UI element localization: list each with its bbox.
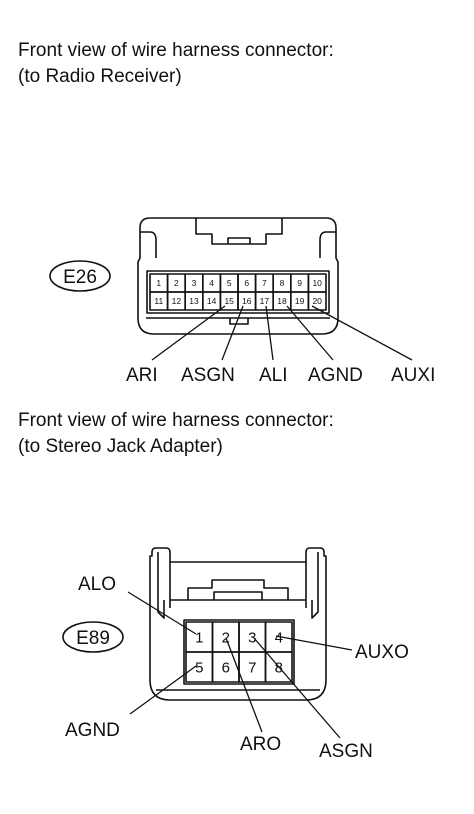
e26-pin-number: 18 xyxy=(277,296,287,306)
e26-pin-number: 8 xyxy=(280,278,285,288)
e26-leader-lines xyxy=(151,305,413,361)
e89-pins: 1 2 3 4 5 6 7 8 xyxy=(185,621,293,683)
e26-caption: Front view of wire harness connector: (t… xyxy=(18,38,334,90)
e89-pin-cell xyxy=(264,651,293,683)
e89-label-auxo: AUXO xyxy=(355,642,409,663)
e89-pin-number: 1 xyxy=(195,629,203,646)
e89-pin-number: 3 xyxy=(248,629,256,646)
e26-pin-number: 20 xyxy=(312,296,322,306)
e26-right-latch xyxy=(319,231,336,258)
e89-housing xyxy=(149,547,327,701)
e26-pin-number: 3 xyxy=(192,278,197,288)
e89-lock-tab xyxy=(213,591,263,600)
e26-lock-tab xyxy=(227,237,251,244)
e26-pin-number: 12 xyxy=(172,296,182,306)
e26-pin-number: 19 xyxy=(295,296,305,306)
e26-pin-number: 9 xyxy=(297,278,302,288)
e26-id-label: E26 xyxy=(63,267,97,288)
e89-pin-frame xyxy=(183,619,295,685)
e89-label-agnd: AGND xyxy=(65,720,120,741)
e89-id-label: E89 xyxy=(76,628,110,649)
leader-agnd xyxy=(286,305,334,361)
e89-pin-number: 7 xyxy=(248,659,256,676)
e26-pin-number: 15 xyxy=(224,296,234,306)
e89-pin-number: 6 xyxy=(222,659,230,676)
e26-pin-number: 2 xyxy=(174,278,179,288)
e89-label-asgn: ASGN xyxy=(319,741,373,762)
e26-pin-cell xyxy=(307,291,327,311)
leader-asgn xyxy=(221,305,244,361)
e89-connector: 1 2 3 4 5 6 7 8 xyxy=(149,547,327,701)
e26-badge: E26 xyxy=(49,260,111,292)
e89-label-alo: ALO xyxy=(78,574,116,595)
e26-pin-number: 1 xyxy=(156,278,161,288)
e26-caption-line2: (to Radio Receiver) xyxy=(18,66,182,87)
e89-label-aro: ARO xyxy=(240,734,281,755)
e26-pin-number: 17 xyxy=(260,296,270,306)
e26-label-ali: ALI xyxy=(259,365,288,386)
e89-left-latch xyxy=(157,552,165,619)
e26-pin-number: 10 xyxy=(312,278,322,288)
e89-pin-number: 4 xyxy=(275,629,283,646)
e89-caption-line1: Front view of wire harness connector: xyxy=(18,410,334,431)
leader-alo xyxy=(127,591,197,635)
leader-ari xyxy=(151,305,226,361)
e26-label-ari: ARI xyxy=(126,365,158,386)
e26-caption-line1: Front view of wire harness connector: xyxy=(18,40,334,61)
e26-top-lock xyxy=(195,218,283,245)
leader-ali xyxy=(265,305,274,361)
leader-asgn-e89 xyxy=(253,637,341,739)
leader-agnd-e89 xyxy=(129,665,197,715)
e26-pin-number: 4 xyxy=(209,278,214,288)
e89-right-latch xyxy=(311,552,319,619)
e89-caption-line2: (to Stereo Jack Adapter) xyxy=(18,436,223,457)
e26-pin-frame xyxy=(146,270,330,314)
e89-caption: Front view of wire harness connector: (t… xyxy=(18,408,334,460)
e26-pin-number: 5 xyxy=(227,278,232,288)
e26-left-latch xyxy=(140,231,157,258)
e89-pin-number: 2 xyxy=(222,629,230,646)
e26-pin-number: 16 xyxy=(242,296,252,306)
e89-leader-lines xyxy=(127,591,353,739)
e26-pin-number: 11 xyxy=(154,296,163,306)
e26-pin-number: 14 xyxy=(207,296,217,306)
e89-top-lock xyxy=(187,579,289,600)
e26-label-agnd: AGND xyxy=(308,365,363,386)
e26-bottom-key xyxy=(229,318,249,325)
leader-auxi xyxy=(311,305,413,361)
e89-pin-number: 5 xyxy=(195,659,203,676)
e26-pin-number: 6 xyxy=(244,278,249,288)
e89-pin-number: 8 xyxy=(275,659,283,676)
leader-aro xyxy=(225,637,263,733)
e26-pin-number: 13 xyxy=(189,296,199,306)
e26-label-asgn: ASGN xyxy=(181,365,235,386)
e26-housing xyxy=(137,217,339,335)
leader-auxo xyxy=(275,635,353,651)
e26-pin-number: 7 xyxy=(262,278,267,288)
e89-badge: E89 xyxy=(62,621,124,653)
e26-label-auxi: AUXI xyxy=(391,365,435,386)
